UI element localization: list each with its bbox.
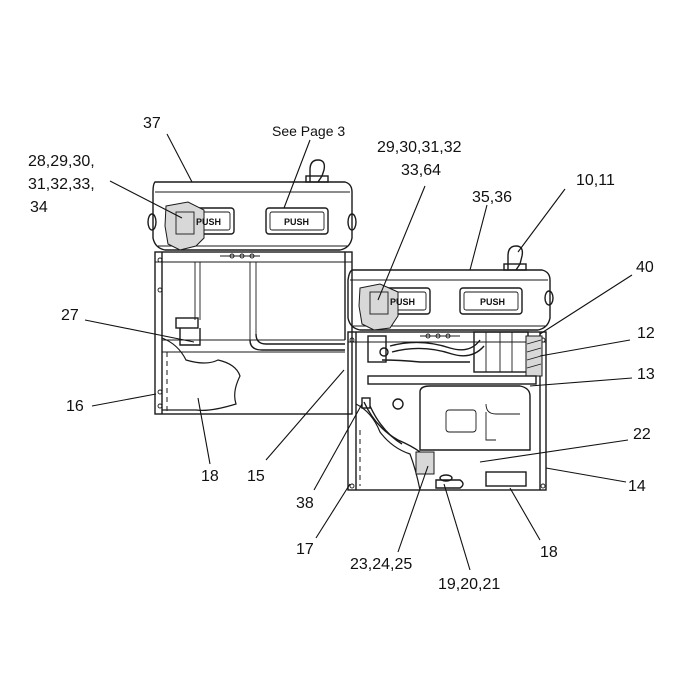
push-label-left-a: PUSH bbox=[196, 217, 222, 227]
push-label-right-a: PUSH bbox=[390, 297, 416, 307]
callout-17: 17 bbox=[296, 541, 314, 558]
right-basin-top bbox=[347, 269, 551, 331]
callout-18-left: 18 bbox=[201, 468, 219, 485]
right-bubbler bbox=[507, 245, 524, 271]
drain-valve bbox=[415, 451, 435, 475]
callout-35: 35,36 bbox=[472, 189, 513, 206]
callout-28-line2: 31,32,33, bbox=[28, 176, 95, 193]
callout-27: 27 bbox=[61, 307, 79, 324]
left-cabinet bbox=[154, 251, 353, 415]
right-lower-cutaway bbox=[355, 403, 421, 491]
callout-37: 37 bbox=[143, 115, 161, 132]
callout-22: 22 bbox=[633, 426, 651, 443]
callout-18-right: 18 bbox=[540, 544, 558, 561]
chiller-bracket bbox=[367, 335, 387, 363]
crossbar bbox=[367, 375, 537, 385]
callout-see-page: See Page 3 bbox=[272, 123, 346, 139]
leader-lines bbox=[84, 133, 633, 571]
push-label-right-b: PUSH bbox=[480, 297, 506, 307]
callout-15: 15 bbox=[247, 468, 265, 485]
callout-28-line3: 34 bbox=[30, 199, 48, 216]
push-label-left-b: PUSH bbox=[284, 217, 310, 227]
callout-13: 13 bbox=[637, 366, 655, 383]
left-bubbler bbox=[309, 159, 326, 183]
left-basin-top bbox=[152, 181, 353, 251]
left-push-button-b bbox=[265, 207, 329, 235]
nameplate bbox=[485, 471, 527, 487]
callout-23: 23,24,25 bbox=[350, 556, 413, 573]
callout-38: 38 bbox=[296, 495, 314, 512]
left-lower-cutaway bbox=[161, 337, 241, 411]
callout-19: 19,20,21 bbox=[438, 576, 501, 593]
right-push-button-b bbox=[459, 287, 523, 315]
left-drain-fitting bbox=[175, 317, 199, 329]
left-cooler bbox=[147, 159, 357, 415]
callout-16: 16 bbox=[66, 398, 84, 415]
callout-12: 12 bbox=[637, 325, 655, 342]
right-cooler bbox=[347, 245, 554, 491]
callout-10: 10,11 bbox=[576, 172, 615, 189]
callout-28-line1: 28,29,30, bbox=[28, 153, 95, 170]
callout-40: 40 bbox=[636, 259, 654, 276]
callout-29-line2: 33,64 bbox=[401, 162, 442, 179]
callout-14: 14 bbox=[628, 478, 646, 495]
callout-29-line1: 29,30,31,32 bbox=[377, 139, 462, 156]
